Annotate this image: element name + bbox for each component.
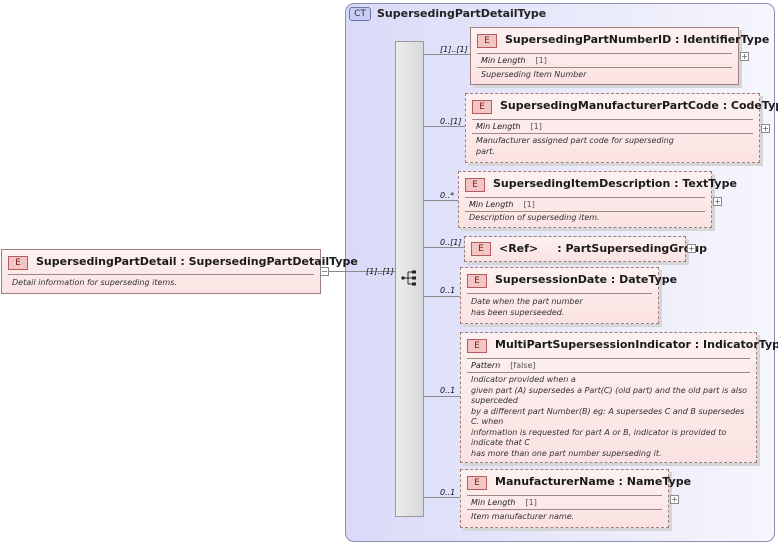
element-badge: E [8, 256, 28, 270]
element-doc: Date when the part number has been super… [471, 297, 583, 317]
element-badge: E [477, 34, 497, 48]
expand-button[interactable]: + [713, 197, 722, 206]
expand-button[interactable]: + [761, 124, 770, 133]
element-badge: E [467, 274, 487, 288]
element-title: <Ref> : PartSupersedingGroup [499, 242, 707, 255]
element-title: SupersedingItemDescription : TextType [493, 177, 737, 190]
divider [472, 119, 753, 120]
connector [424, 126, 465, 127]
element-badge: E [471, 242, 491, 256]
connector [424, 200, 458, 201]
root-cardinality: [1]..[1] [366, 267, 394, 276]
element-multi-part-supersession-indicator[interactable]: E MultiPartSupersessionIndicator : Indic… [460, 332, 778, 463]
sequence-bar [395, 41, 424, 517]
connector [424, 296, 460, 297]
divider [477, 67, 732, 68]
element-superseding-part-number-id[interactable]: E SupersedingPartNumberID : IdentifierTy… [470, 27, 769, 85]
connector [424, 247, 464, 248]
root-element[interactable]: E SupersedingPartDetail : SupersedingPar… [1, 249, 358, 294]
element-badge: E [467, 476, 487, 490]
divider [467, 495, 662, 496]
facet-pattern: Pattern[false] [471, 361, 536, 370]
cardinality: 0..1 [440, 488, 456, 497]
facet-min-length: Min Length[1] [471, 498, 537, 507]
facet-min-length: Min Length[1] [469, 200, 535, 209]
element-badge: E [465, 178, 485, 192]
root-element-doc: Detail information for superseding items… [12, 278, 177, 287]
element-doc: Manufacturer assigned part code for supe… [476, 136, 674, 156]
root-element-title: SupersedingPartDetail : SupersedingPartD… [36, 255, 358, 268]
facet-min-length: Min Length[1] [481, 56, 547, 65]
connector-root [329, 271, 395, 272]
cardinality: 0..1 [440, 386, 456, 395]
element-badge: E [467, 339, 487, 353]
element-doc: Superseding Item Number [481, 70, 587, 79]
element-badge: E [472, 100, 492, 114]
element-title: SupersedingManufacturerPartCode : CodeTy… [500, 99, 778, 112]
divider [467, 358, 750, 359]
connector [424, 396, 460, 397]
connector [424, 497, 460, 498]
expand-button[interactable]: + [670, 495, 679, 504]
element-doc: Item manufacturer name. [471, 512, 575, 521]
facet-min-length: Min Length[1] [476, 122, 542, 131]
element-title: ManufacturerName : NameType [495, 475, 692, 488]
element-manufacturer-name[interactable]: E ManufacturerName : NameType Min Length… [460, 469, 691, 528]
expand-button[interactable]: + [687, 244, 696, 253]
divider [8, 274, 314, 275]
element-ref-part-superseding-group[interactable]: E <Ref> : PartSupersedingGroup [464, 236, 707, 262]
cardinality: 0..* [440, 191, 455, 200]
element-title: SupersedingPartNumberID : IdentifierType [505, 33, 770, 46]
complex-type-badge: CT [349, 7, 371, 21]
cardinality: 0..[1] [440, 238, 462, 247]
cardinality: [1]..[1] [440, 45, 468, 54]
element-title: SupersessionDate : DateType [495, 273, 678, 286]
divider [467, 509, 662, 510]
element-doc: Indicator provided when a given part (A)… [471, 375, 748, 458]
sequence-icon [401, 270, 416, 286]
element-supersession-date[interactable]: E SupersessionDate : DateType Date when … [460, 267, 677, 324]
cardinality: 0..[1] [440, 117, 462, 126]
divider [467, 372, 750, 373]
divider [472, 133, 753, 134]
divider [467, 293, 652, 294]
cardinality: 0..1 [440, 286, 456, 295]
expand-button[interactable]: + [740, 52, 749, 61]
collapse-button[interactable]: − [320, 267, 329, 276]
divider [465, 197, 705, 198]
divider [477, 53, 732, 54]
element-superseding-manufacturer-part-code[interactable]: E SupersedingManufacturerPartCode : Code… [465, 93, 778, 163]
element-doc: Description of superseding item. [469, 213, 600, 222]
element-title: MultiPartSupersessionIndicator : Indicat… [495, 338, 778, 351]
element-superseding-item-description[interactable]: E SupersedingItemDescription : TextType … [458, 171, 737, 228]
divider [465, 211, 705, 212]
complex-type-title: SupersedingPartDetailType [377, 7, 547, 20]
connector [424, 54, 470, 55]
